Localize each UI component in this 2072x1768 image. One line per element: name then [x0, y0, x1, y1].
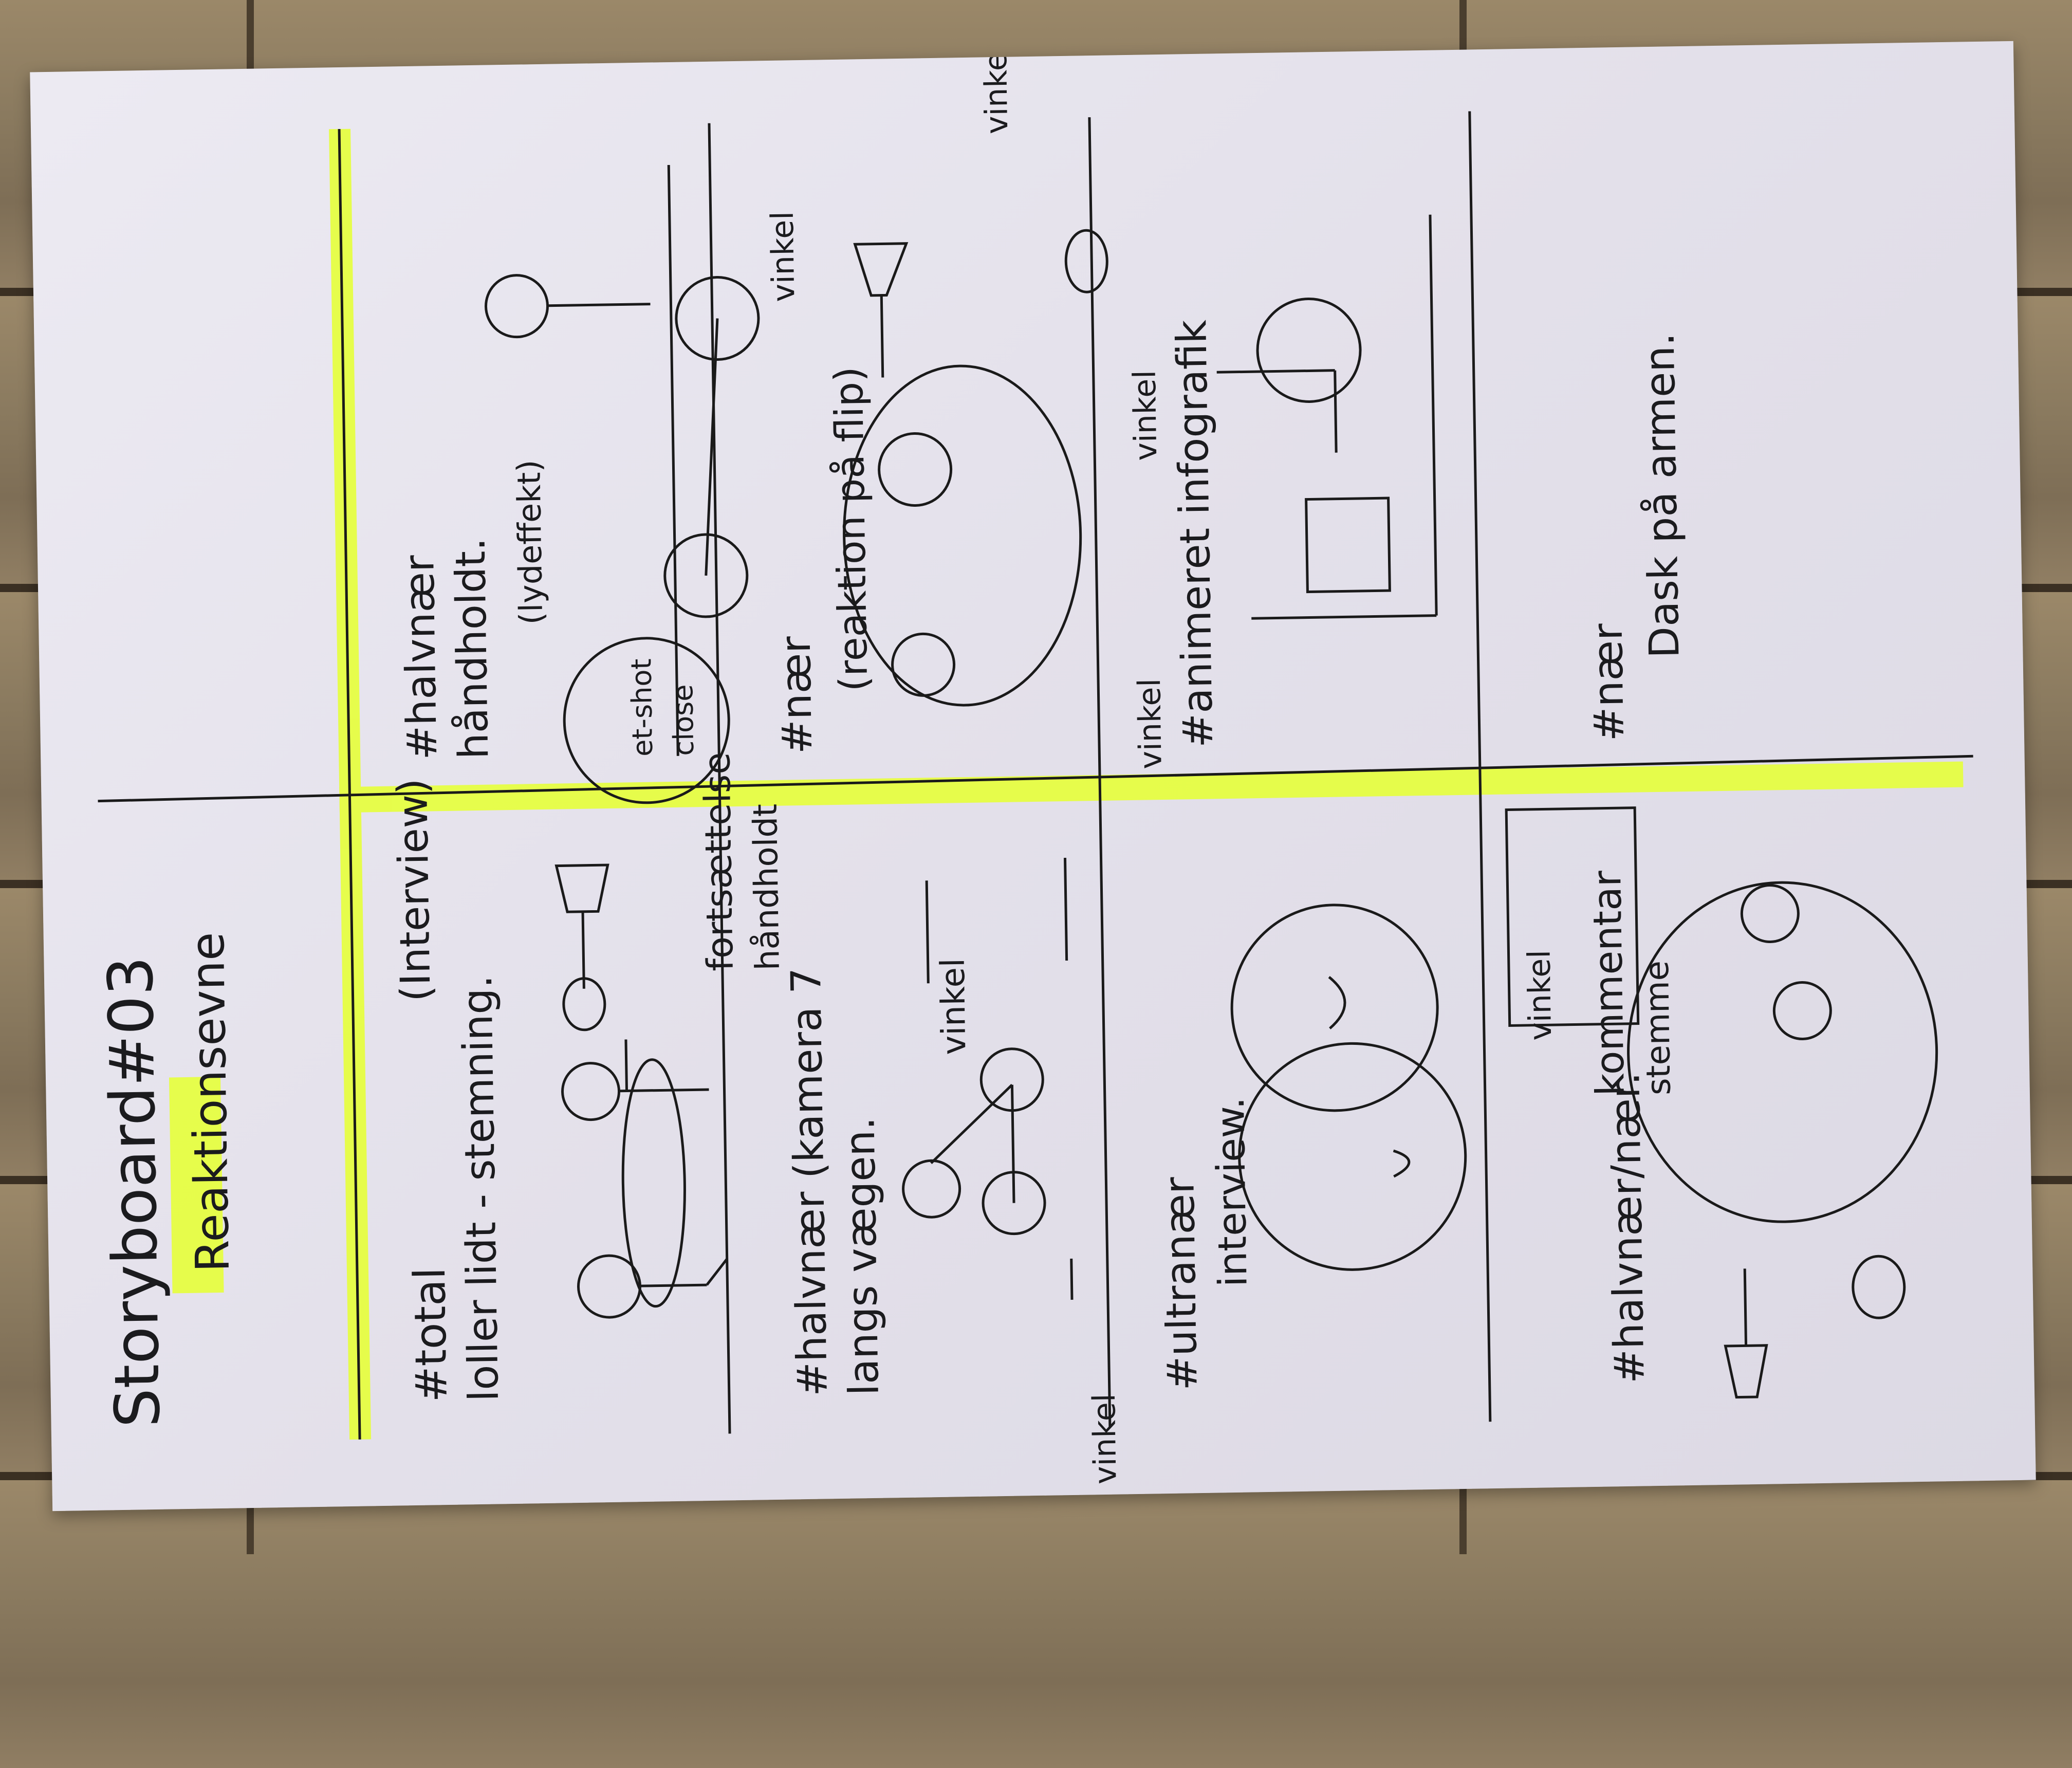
panel-1-tag: (Interview)	[388, 778, 440, 1002]
grid-line-4	[1468, 111, 1492, 1422]
panel-5-note-1: (lydeffekt)	[510, 459, 550, 625]
panel-8: #nær Dask på armen.	[1583, 333, 1689, 742]
panel-4-line-1: kommentar	[1584, 870, 1633, 1097]
grid-line-3	[1088, 117, 1112, 1428]
panel-3-line: interview.	[1207, 1097, 1256, 1287]
panel-1: #total loller lidt - stemning. (Intervie…	[388, 778, 728, 1403]
panel-6-note-4: vinkel	[978, 43, 1015, 134]
highlighter-marks	[169, 128, 1964, 1440]
grid-line-left	[338, 129, 361, 1440]
highlight-horizontal	[339, 761, 1964, 813]
panel-6-sketch	[843, 229, 1108, 707]
panel-2-shot: #halvnær (kamera 7	[782, 967, 837, 1397]
panel-4-line-2: stemme	[1638, 961, 1678, 1096]
panel-6-note-2: vinkel	[1127, 370, 1164, 461]
panel-2-sketch	[902, 857, 1074, 1300]
panel-7: #animeret infografik	[1168, 214, 1438, 748]
storyboard-sketch: Storyboard#03 Reaktionsevne #total lolle…	[95, 43, 1973, 1484]
panel-5-line: håndholdt.	[447, 538, 498, 760]
grid-line-horizontal	[98, 754, 1973, 803]
panel-5-note-3: close	[667, 684, 700, 756]
storyboard-title: Storyboard#03	[95, 956, 174, 1428]
storyboard-paper: Storyboard#03 Reaktionsevne #total lolle…	[30, 41, 2036, 1512]
panel-1-sketch	[554, 863, 728, 1319]
panel-5: #halvnær håndholdt. (lydeffekt) et-shot …	[395, 164, 760, 804]
panel-2-note-1: fortsættelse	[696, 752, 742, 971]
storyboard-subtitle: Reaktionsevne	[181, 932, 240, 1273]
panel-6: #nær (reaktion på flip) vinkel vinkel vi…	[765, 43, 1169, 769]
panel-5-shot: #halvnær	[395, 555, 446, 760]
panel-2: #halvnær (kamera 7 langs vægen. fortsætt…	[696, 752, 1074, 1397]
panel-4-sketch	[1627, 881, 1938, 1399]
panel-3-shot: #ultranær	[1155, 1176, 1207, 1391]
panel-6-line: (reaktion på flip)	[825, 366, 876, 692]
panel-grid	[98, 111, 1973, 1440]
panel-2-line: langs vægen.	[836, 1117, 887, 1396]
highlight-subtitle	[169, 1076, 224, 1294]
panel-5-sketch	[485, 164, 760, 804]
panel-6-shot: #nær	[772, 636, 822, 754]
panel-3-note-2: vinkel	[1521, 950, 1559, 1041]
title-block: Storyboard#03 Reaktionsevne	[95, 932, 240, 1428]
panel-1-line: loller lidt - stemning.	[453, 975, 508, 1402]
panel-8-line: Dask på armen.	[1636, 333, 1689, 658]
panel-1-shot: #total	[404, 1267, 457, 1403]
panel-8-shot: #nær	[1583, 623, 1633, 742]
panel-5-note-2: et-shot	[625, 658, 659, 757]
panel-4-shot: #halvnær/nær.	[1601, 1072, 1654, 1384]
panel-7-shot: #animeret infografik	[1168, 319, 1222, 748]
panel-7-sketch	[1216, 214, 1438, 620]
panel-2-note-3: vinkel	[934, 958, 974, 1055]
panel-3: #ultranær interview. vinkel vinkel	[1086, 806, 1640, 1484]
wood-plank	[0, 1480, 2072, 1768]
grid-line-2	[708, 123, 731, 1434]
panel-6-note-3: vinkel	[765, 211, 802, 302]
panel-4: #halvnær/nær. kommentar stemme	[1584, 870, 1938, 1399]
panel-3-note-1: vinkel	[1086, 1393, 1124, 1484]
panel-3-sketch	[1230, 806, 1640, 1271]
panel-6-note-1: vinkel	[1132, 678, 1169, 769]
panel-2-note-2: håndholdt	[747, 803, 787, 970]
